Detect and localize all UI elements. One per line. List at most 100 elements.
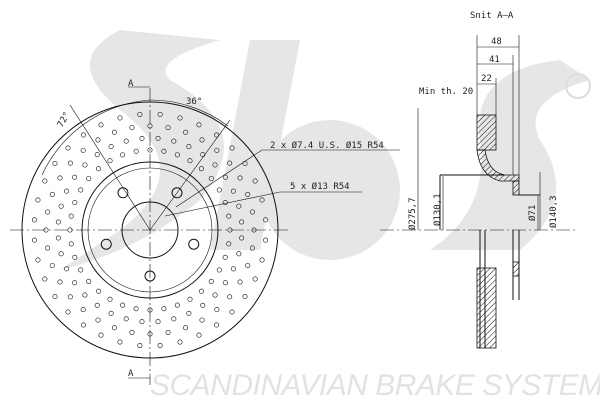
drill-hole <box>183 129 189 135</box>
angle-arc-72 <box>41 99 151 176</box>
drill-hole <box>65 309 71 315</box>
disc-profile <box>439 114 540 349</box>
drill-hole <box>229 309 235 315</box>
drill-hole <box>252 178 258 184</box>
drill-hole <box>107 158 113 164</box>
front-view: A A 36° 72° 2 x Ø7.4 U.S. Ø15 R54 5 x Ø1… <box>10 79 400 385</box>
drill-hole <box>226 213 232 219</box>
drill-hole <box>226 241 232 247</box>
drill-hole <box>200 302 206 308</box>
drill-hole <box>111 129 117 135</box>
drill-hole <box>55 235 61 241</box>
drill-hole <box>42 178 48 184</box>
drill-hole <box>198 166 204 172</box>
drill-hole <box>133 148 139 154</box>
drill-hole <box>96 166 102 172</box>
drill-hole <box>186 310 192 316</box>
callout-holes-1: 2 x Ø7.4 U.S. Ø15 R54 <box>270 140 384 151</box>
drill-hole <box>222 254 228 260</box>
drill-hole <box>86 176 92 182</box>
drill-hole <box>117 339 123 345</box>
drill-hole <box>187 296 193 302</box>
drill-hole <box>42 276 48 282</box>
drill-hole <box>252 276 258 282</box>
drill-hole <box>214 322 220 328</box>
drill-hole <box>95 317 101 323</box>
min-thickness: Min th. 20 <box>419 87 473 97</box>
drill-hole <box>80 147 86 153</box>
drill-hole <box>237 175 243 181</box>
drill-hole <box>96 288 102 294</box>
dim-22: 22 <box>481 74 492 84</box>
drill-hole <box>55 219 61 225</box>
drill-hole <box>117 115 123 121</box>
drill-hole <box>94 152 100 158</box>
drill-hole <box>52 160 58 166</box>
angle-label-72: 72° <box>56 110 73 129</box>
drill-hole <box>239 235 245 241</box>
drill-hole <box>68 213 74 219</box>
drill-hole <box>198 288 204 294</box>
dia-hat-outer: Ø140,3 <box>548 195 559 228</box>
drill-hole <box>123 138 129 144</box>
drill-hole <box>52 294 58 300</box>
drill-hole <box>137 111 143 117</box>
drill-hole <box>94 302 100 308</box>
drill-hole <box>95 137 101 143</box>
drill-hole <box>133 306 139 312</box>
drill-hole <box>147 147 153 153</box>
section-view: Snit A–A 48 41 22 Min th. 20 <box>380 11 575 349</box>
drill-hole <box>31 217 37 223</box>
drill-hole <box>98 122 104 128</box>
section-marker-top: A <box>128 79 134 89</box>
drill-hole <box>80 307 86 313</box>
drill-hole <box>107 296 113 302</box>
drill-hole <box>64 188 70 194</box>
angle-label-36: 36° <box>186 97 202 107</box>
dim-41: 41 <box>489 55 500 65</box>
drill-hole <box>161 148 167 154</box>
drill-hole <box>236 203 242 209</box>
drill-hole <box>35 197 41 203</box>
drill-hole <box>214 307 220 313</box>
drill-hole <box>161 306 167 312</box>
section-title: Snit A–A <box>470 11 514 21</box>
drill-hole <box>108 310 114 316</box>
drill-hole <box>259 257 265 263</box>
drill-hole <box>78 187 84 193</box>
bolt-hole <box>100 238 112 250</box>
drill-hole <box>214 132 220 138</box>
drill-hole <box>236 251 242 257</box>
drill-hole <box>78 267 84 273</box>
drill-hole <box>137 343 143 349</box>
drill-hole <box>72 254 78 260</box>
drill-hole <box>187 158 193 164</box>
drill-hole <box>65 145 71 151</box>
drill-hole <box>249 245 255 251</box>
drill-hole <box>186 144 192 150</box>
drill-hole <box>72 174 78 180</box>
bolt-hole <box>188 238 200 250</box>
angle-line-72 <box>69 104 151 231</box>
drill-hole <box>58 203 64 209</box>
drill-hole <box>227 294 233 300</box>
drill-hole <box>123 316 129 322</box>
drill-hole <box>245 263 251 269</box>
dim-48: 48 <box>491 37 502 47</box>
drill-hole <box>139 319 145 325</box>
drill-hole <box>108 144 114 150</box>
drill-hole <box>129 125 135 131</box>
brand-tagline: SCANDINAVIAN BRAKE SYSTEMS <box>150 369 600 400</box>
bolt-hole <box>171 187 183 199</box>
drill-hole <box>222 200 228 206</box>
drill-hole <box>230 266 236 272</box>
drill-hole <box>155 135 161 141</box>
drill-hole <box>242 294 248 300</box>
drill-hole <box>80 132 86 138</box>
drill-hole <box>82 162 88 168</box>
drill-hole <box>67 294 73 300</box>
drill-hole <box>216 187 222 193</box>
drill-hole <box>214 147 220 153</box>
drill-hole <box>49 191 55 197</box>
